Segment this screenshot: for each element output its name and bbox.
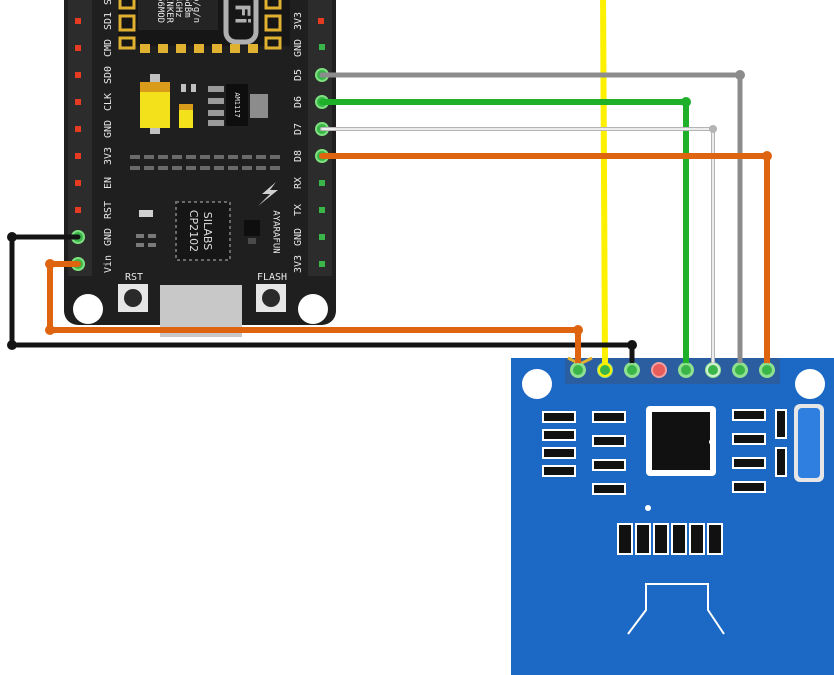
pin-label: S: [103, 0, 114, 5]
pin-label: Vin: [103, 255, 114, 273]
wire-green: [319, 99, 689, 365]
pin-label: CMD: [103, 39, 114, 57]
wire-bend: [573, 325, 583, 335]
smd-resistor: [208, 98, 224, 104]
smd-resistor: [208, 120, 224, 126]
right-pin-labels: 3V3 GND TX RX D8 D7 D6 D5 GND 3V3: [293, 12, 304, 273]
mounting-hole: [522, 369, 552, 399]
wire-bend: [709, 125, 717, 133]
rfid-passives: [542, 409, 787, 495]
marker-dot: [645, 505, 651, 511]
pin-label: D8: [293, 150, 304, 162]
rfid-ic: [646, 406, 716, 476]
smd-resistor: [136, 243, 144, 247]
pin-label: D5: [293, 69, 304, 81]
pin-label: GND: [103, 228, 114, 246]
pin-label: CLK: [103, 93, 114, 111]
pin-label: TX: [293, 204, 304, 216]
wire-yellow: [600, 0, 608, 365]
wire-bend: [627, 340, 637, 350]
pin-label: 3V3: [103, 147, 114, 165]
smd-resistor: [191, 84, 196, 92]
wire-bend: [681, 97, 691, 107]
smd-resistor: [208, 86, 224, 92]
pin-label: 3V3: [293, 12, 304, 30]
smd-resistor: [181, 84, 186, 92]
smd-row: [130, 155, 280, 170]
capacitor: [140, 74, 170, 134]
wire-bend: [7, 340, 17, 350]
flash-button[interactable]: FLASH: [256, 272, 287, 312]
smd-transistor: [248, 238, 256, 244]
module-text: 66MOD: [155, 0, 165, 23]
pin-label: 3V3: [293, 255, 304, 273]
mounting-hole: [73, 294, 103, 324]
wire-bend: [762, 151, 772, 161]
smd-led: [139, 210, 153, 217]
svg-text:AM1117: AM1117: [233, 92, 241, 117]
pin-label: SD1: [103, 12, 114, 30]
wires: [7, 0, 772, 365]
esp-module: 66MOD INKER 4GHz 5dBm b/g/n Fi: [118, 0, 290, 53]
module-text: INKER: [164, 0, 174, 24]
flash-label: FLASH: [257, 272, 287, 283]
antenna-trace: [627, 583, 725, 635]
wire-bend: [7, 232, 17, 242]
svg-text:CP2102: CP2102: [187, 210, 200, 252]
rfid-header: [565, 356, 780, 384]
rfid-pins-row: [617, 523, 723, 555]
rst-button[interactable]: RST: [118, 272, 148, 312]
voltage-regulator: AM1117: [226, 84, 268, 126]
lightning-icon: [258, 182, 278, 206]
pin-label: RX: [293, 177, 304, 189]
pin-label: RST: [103, 201, 114, 219]
smd-resistor: [148, 243, 156, 247]
maker-label: AYARAFUN: [271, 210, 281, 253]
smd-resistor: [136, 234, 144, 238]
pin-label: GND: [293, 39, 304, 57]
smd-resistor: [208, 110, 224, 116]
mounting-hole: [795, 369, 825, 399]
rfid-module: [511, 356, 834, 675]
wire-bend: [735, 70, 745, 80]
smd-resistor: [148, 234, 156, 238]
left-pin-labels: Vin GND RST EN 3V3 GND CLK SD0 CMD SD1 S: [103, 0, 114, 273]
wifi-logo: Fi: [223, 0, 259, 45]
right-header: [308, 0, 332, 276]
smd-transistor: [244, 220, 260, 236]
pin-label: D6: [293, 96, 304, 108]
wire-ends: [571, 363, 774, 377]
capacitor: [179, 104, 193, 128]
svg-text:Fi: Fi: [231, 4, 255, 25]
module-text: b/g/n: [191, 0, 201, 23]
nodemcu-board: Vin GND RST EN 3V3 GND CLK SD0 CMD SD1 S…: [64, 0, 336, 337]
module-text: 4GHz: [173, 0, 183, 18]
pin-label: SD0: [103, 66, 114, 84]
wire-bend: [45, 325, 55, 335]
pin-label: EN: [103, 177, 114, 189]
wire-gray: [319, 72, 743, 365]
usb-chip: SILABS CP2102: [175, 201, 231, 261]
wire-bend: [45, 259, 55, 269]
svg-text:SILABS: SILABS: [201, 212, 214, 250]
crystal: [794, 404, 824, 482]
pin-label: GND: [103, 120, 114, 138]
pin-label: D7: [293, 123, 304, 135]
mounting-hole: [298, 294, 328, 324]
rst-label: RST: [125, 272, 143, 283]
module-text: 5dBm: [182, 0, 192, 18]
pin-label: GND: [293, 228, 304, 246]
